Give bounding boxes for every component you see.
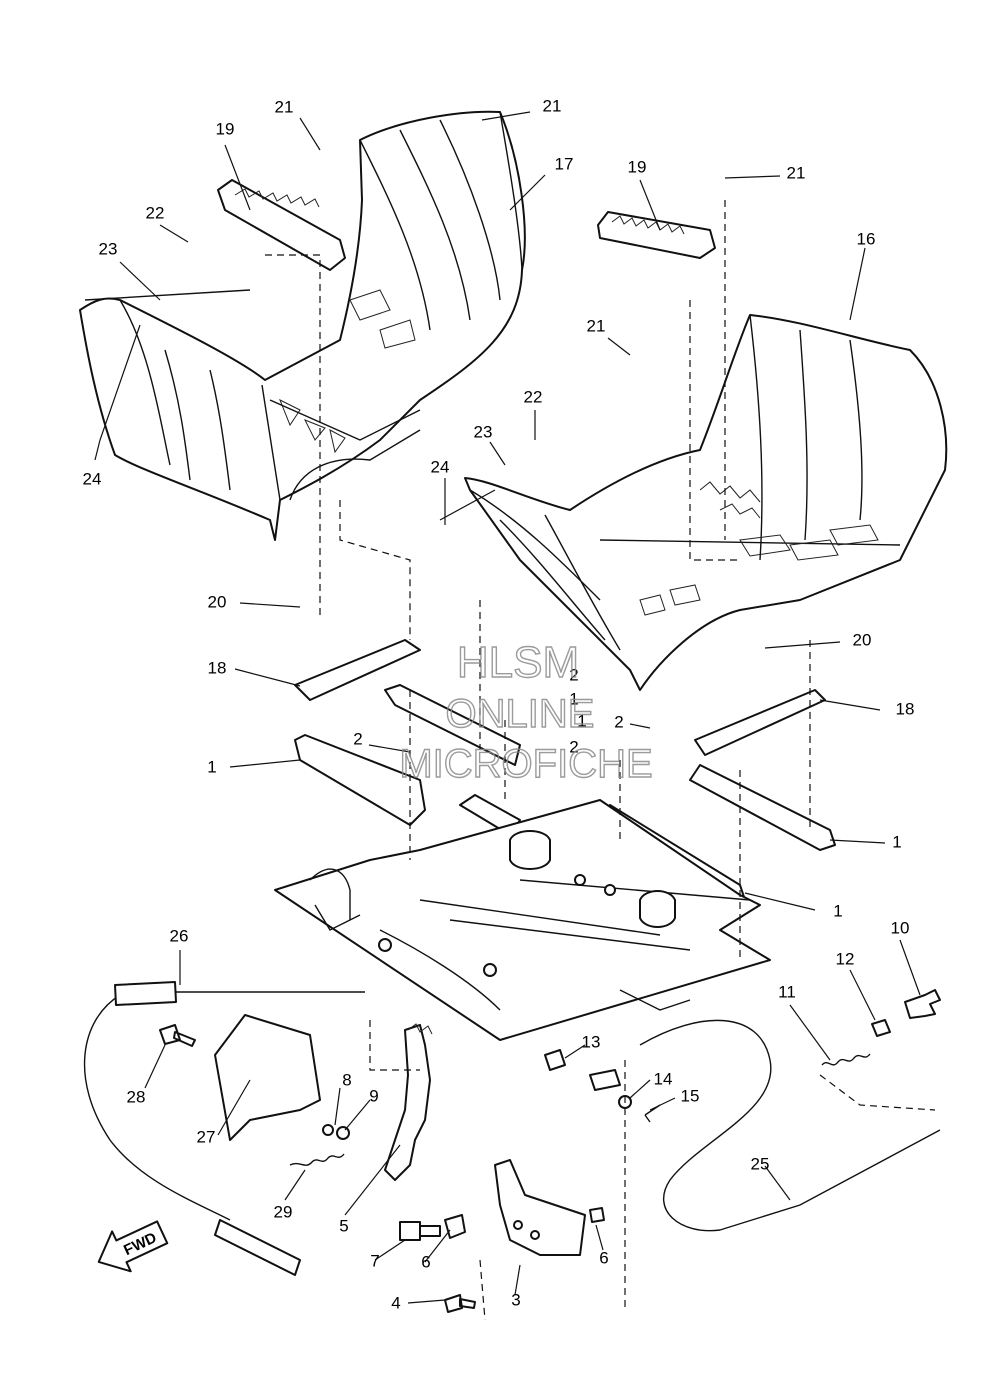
callout-1: 1 (207, 757, 216, 776)
watermark-line-3: MICROFICHE (399, 742, 652, 786)
callout-21: 21 (587, 316, 606, 335)
callout-15: 15 (681, 1086, 700, 1105)
callout-19: 19 (628, 157, 647, 176)
callout-24: 24 (431, 457, 450, 476)
callout-29: 29 (274, 1202, 293, 1221)
callout-2: 2 (614, 712, 623, 731)
callout-27: 27 (197, 1127, 216, 1146)
callout-6: 6 (599, 1248, 608, 1267)
callout-24: 24 (83, 469, 102, 488)
callout-13: 13 (582, 1032, 601, 1051)
assembly-guides (265, 200, 936, 1321)
callout-14: 14 (654, 1069, 673, 1088)
callout-3: 3 (511, 1290, 520, 1309)
callout-12: 12 (836, 949, 855, 968)
callout-10: 10 (891, 918, 910, 937)
callout-1: 1 (892, 832, 901, 851)
callout-1: 1 (569, 689, 578, 708)
callout-6: 6 (421, 1252, 430, 1271)
brake-assembly (83, 981, 941, 1313)
watermark-line-2: ONLINE (446, 692, 595, 736)
callout-9: 9 (369, 1086, 378, 1105)
callout-22: 22 (146, 203, 165, 222)
callout-2: 2 (569, 665, 578, 684)
callout-8: 8 (342, 1070, 351, 1089)
callout-18: 18 (896, 699, 915, 718)
callout-21: 21 (787, 163, 806, 182)
callout-17: 17 (555, 154, 574, 173)
callout-7: 7 (370, 1251, 379, 1270)
callout-5: 5 (339, 1216, 348, 1235)
callout-22: 22 (524, 387, 543, 406)
callout-23: 23 (474, 422, 493, 441)
callout-1: 1 (833, 901, 842, 920)
callout-18: 18 (208, 658, 227, 677)
right-footrest (464, 211, 948, 691)
callout-21: 21 (543, 96, 562, 115)
callout-4: 4 (391, 1293, 400, 1312)
callout-19: 19 (216, 119, 235, 138)
left-footrest (79, 110, 526, 541)
callout-28: 28 (127, 1087, 146, 1106)
watermark: HLSM ONLINE MICROFICHE (399, 637, 654, 786)
callout-26: 26 (170, 926, 189, 945)
callout-21: 21 (275, 97, 294, 116)
callout-2: 2 (569, 737, 578, 756)
callout-20: 20 (208, 592, 227, 611)
forward-direction-arrow: FWD (97, 1220, 169, 1273)
callout-25: 25 (751, 1154, 770, 1173)
callout-1: 1 (577, 711, 586, 730)
watermark-line-1: HLSM (457, 638, 579, 687)
callout-labels: 19 21 21 17 19 21 22 23 16 21 22 23 24 2… (83, 96, 915, 1312)
leader-lines (94, 111, 921, 1304)
callout-16: 16 (857, 229, 876, 248)
callout-20: 20 (853, 630, 872, 649)
callout-23: 23 (99, 239, 118, 258)
callout-11: 11 (778, 982, 796, 1001)
callout-2: 2 (353, 729, 362, 748)
frame (274, 799, 771, 1041)
